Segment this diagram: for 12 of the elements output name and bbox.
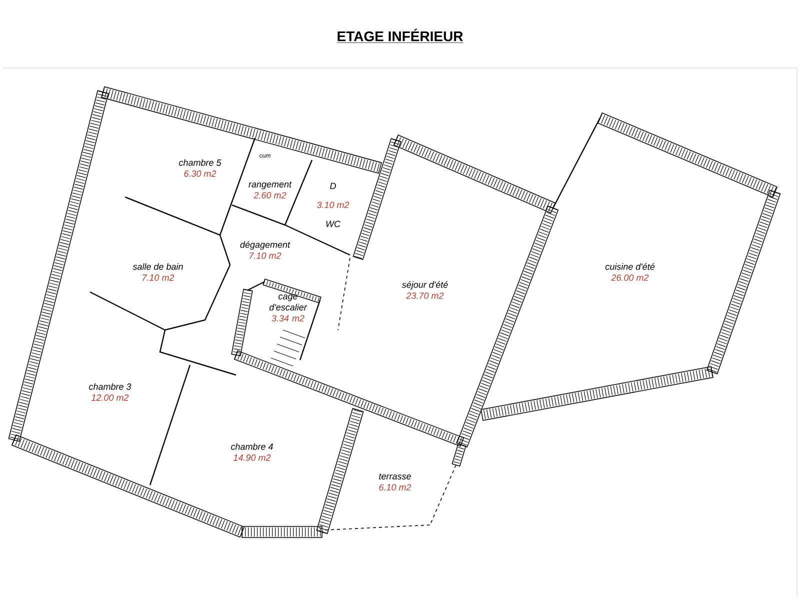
room-label: chambre 3 12.00 m2 xyxy=(89,383,132,401)
room-label: rangement 2.60 m2 xyxy=(248,182,292,198)
room-label: chambre 4 14.90 m2 xyxy=(231,443,273,461)
room-label: salle de bain 7.10 m2 xyxy=(132,263,183,281)
room-label: cuisine d'été 26.00 m2 xyxy=(605,263,655,281)
room-label: chambre 5 6.30 m2 xyxy=(179,159,222,177)
room-label: cage d'escalier 3.34 m2 xyxy=(269,294,308,322)
room-label: D 3.10 m2 WC xyxy=(316,182,350,228)
room-label: dégagement 7.10 m2 xyxy=(240,241,290,259)
title: ETAGE INFÉRIEUR xyxy=(336,28,464,43)
room-label: terrasse 6.10 m2 xyxy=(379,474,412,490)
room-label: séjour d'été 23.70 m2 xyxy=(402,281,448,299)
